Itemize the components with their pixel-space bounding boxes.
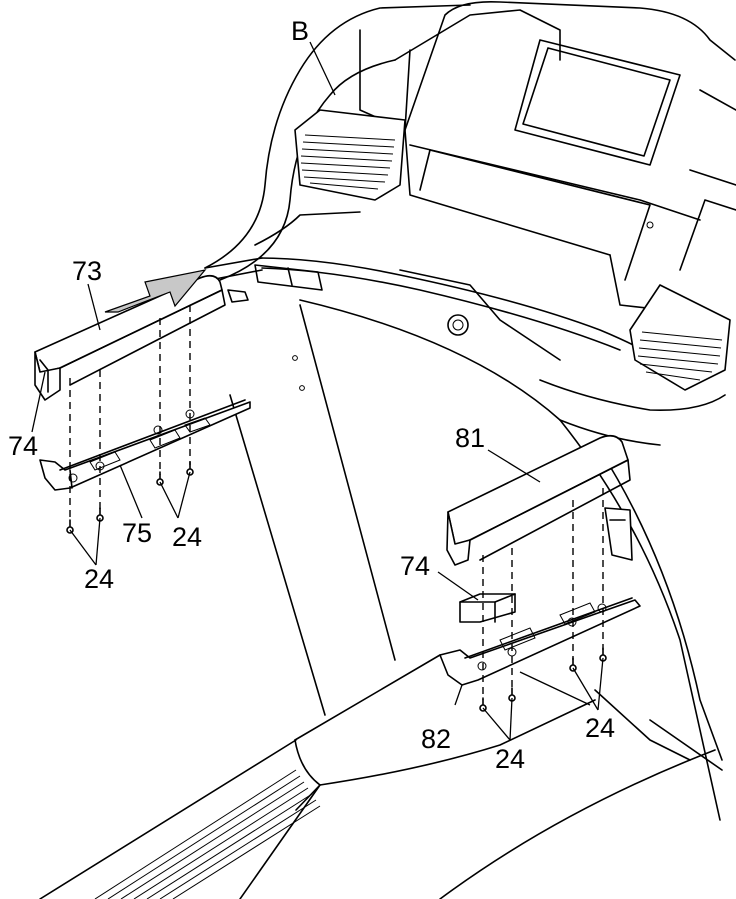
left-rail-75 <box>39 399 251 491</box>
label-screws-right-front: 24 <box>495 744 525 774</box>
left-cover-73 <box>34 274 249 401</box>
right-rail-82 <box>439 597 641 686</box>
label-right-cover: 81 <box>455 423 485 453</box>
motor-hood <box>39 654 596 899</box>
label-left-rail: 75 <box>122 518 152 548</box>
leader-lines <box>31 41 604 741</box>
label-right-rail: 82 <box>421 724 451 754</box>
label-right-end-cap: 74 <box>400 551 430 581</box>
label-left-cover: 73 <box>72 256 102 286</box>
right-bracket <box>604 507 633 561</box>
running-belt <box>94 749 716 899</box>
right-end-cap-74 <box>459 593 516 623</box>
label-screws-left-rear: 24 <box>172 522 202 552</box>
label-screws-right-rear: 24 <box>585 713 615 743</box>
label-screws-left-front: 24 <box>84 564 114 594</box>
label-left-end-cap: 74 <box>8 431 38 461</box>
console-assembly <box>204 0 736 446</box>
right-cover-81 <box>446 434 631 566</box>
slide-direction-arrow <box>104 269 207 313</box>
label-console-b: B <box>291 16 309 46</box>
treadmill-frame <box>229 299 723 821</box>
